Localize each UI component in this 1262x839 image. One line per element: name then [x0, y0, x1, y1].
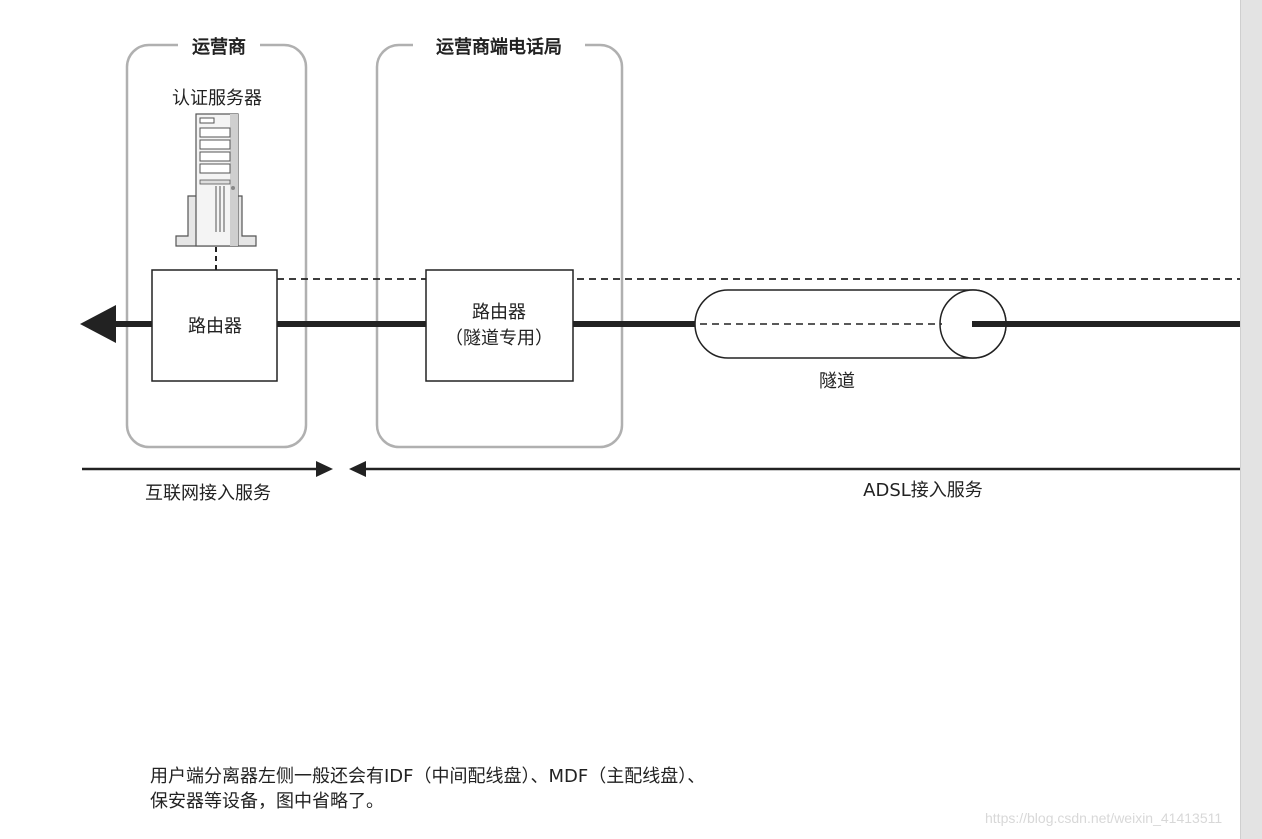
footnote-line-2: 保安器等设备，图中省略了。: [150, 791, 384, 812]
router-carrier: 路由器: [151, 269, 278, 382]
server-icon-panel: [199, 179, 231, 185]
server-icon-bay-3: [199, 139, 231, 150]
footnote: 用户端分离器左侧一般还会有IDF（中间配线盘）、MDF（主配线盘）、 保安器等设…: [150, 764, 705, 814]
adsl-access-range: ADSL接入服务: [349, 461, 1240, 501]
footnote-line-1: 用户端分离器左侧一般还会有IDF（中间配线盘）、MDF（主配线盘）、: [150, 766, 706, 787]
server-icon-bay-1: [199, 117, 215, 124]
router-carrier-box: [151, 269, 278, 382]
server-icon-led: [231, 186, 235, 190]
vertical-scrollbar[interactable]: [1240, 0, 1262, 839]
watermark: https://blog.csdn.net/weixin_41413511: [985, 810, 1223, 826]
carrier-group-label-bg: [178, 33, 260, 57]
adsl-access-arrow-icon: [349, 461, 366, 477]
auth-server-label: 认证服务器: [172, 88, 262, 109]
router-tunnel-label-line2: （隧道专用）: [445, 328, 553, 349]
server-icon-bay-5: [199, 163, 231, 174]
router-tunnel: 路由器 （隧道专用）: [425, 269, 574, 382]
central-office-group: 运营商端电话局: [375, 33, 624, 449]
router-tunnel-box: [425, 269, 574, 382]
carrier-group-label: 运营商: [192, 36, 246, 58]
server-icon-bay-2: [199, 127, 231, 138]
internet-access-arrow-icon: [316, 461, 333, 477]
internet-access-label: 互联网接入服务: [145, 483, 271, 504]
tunnel-cylinder: [694, 289, 1007, 359]
carrier-group: 运营商: [125, 33, 308, 449]
central-office-group-border: [375, 43, 624, 449]
central-office-group-label: 运营商端电话局: [436, 36, 562, 58]
server-icon: [175, 113, 257, 247]
server-icon-bay-4: [199, 151, 231, 162]
router-tunnel-label-line1: 路由器: [472, 302, 526, 323]
router-carrier-label: 路由器: [188, 316, 242, 337]
tunnel-label: 隧道: [819, 371, 855, 392]
left-arrow-icon: [80, 305, 116, 343]
server-icon-side-shade: [230, 114, 238, 246]
adsl-access-label: ADSL接入服务: [863, 480, 983, 501]
central-office-group-label-bg: [413, 33, 585, 57]
internet-access-range: 互联网接入服务: [82, 461, 333, 504]
